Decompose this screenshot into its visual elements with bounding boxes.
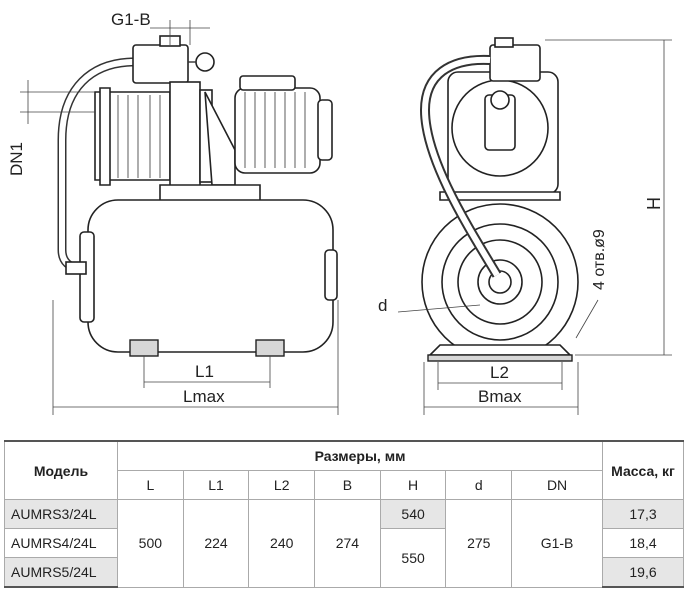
pump-head-fins [117,95,161,178]
col-header-l1: L1 [182,470,250,500]
col-header-l: L [117,470,184,500]
model-header: Модель [4,440,118,500]
col-header-dn: DN [511,470,603,500]
col-header-d: d [445,470,513,500]
specifications-table: Модель Размеры, мм Масса, кг L L1 L2 B H… [4,440,684,588]
g1b-label: G1-B [111,10,151,29]
dn1-label: DN1 [7,142,26,176]
model-cell: AUMRS5/24L [4,557,118,588]
cell-l1: 224 [182,499,250,588]
lmax-label: Lmax [183,387,225,406]
cell-l: 500 [117,499,184,588]
cell-l2: 240 [248,499,316,588]
side-view: DN1 G1-B L1 Lmax [7,10,339,415]
col-header-h: H [379,470,447,500]
table-row: AUMRS3/24L 500 224 240 274 540 275 G1-B … [4,499,684,588]
model-cell: AUMRS3/24L [4,499,118,529]
cell-d: 275 [445,499,513,588]
col-header-l2: L2 [248,470,316,500]
motor-fins [244,92,306,168]
pump-technical-drawing: DN1 G1-B L1 Lmax [7,10,672,415]
h-label: H [644,197,664,210]
l1-label: L1 [195,362,214,381]
l2-label: L2 [490,363,509,382]
d-label: d [378,296,387,315]
cell-h-1: 540 [379,499,447,529]
table-row: AUMRS5/24L 19,6 [4,557,684,588]
table-row: AUMRS4/24L 550 18,4 [4,528,684,588]
mass-cell: 17,3 [602,499,684,529]
model-cell: AUMRS4/24L [4,528,118,558]
bmax-label: Bmax [478,387,522,406]
cell-b: 274 [314,499,381,588]
cell-dn: G1-B [511,499,603,588]
mass-cell: 18,4 [602,528,684,558]
cell-h-2: 550 [379,528,447,588]
col-header-b: B [314,470,381,500]
table-subheader-row: L L1 L2 B H d DN [5,470,684,500]
holes-label: 4 отв.ø9 [591,229,608,290]
mass-cell: 19,6 [602,557,684,588]
mass-header: Масса, кг [602,440,684,500]
table-header-row: Модель Размеры, мм Масса, кг [4,440,684,500]
sizes-header: Размеры, мм [117,440,603,471]
front-view: d 4 отв.ø9 H L2 Bmax [378,37,672,415]
